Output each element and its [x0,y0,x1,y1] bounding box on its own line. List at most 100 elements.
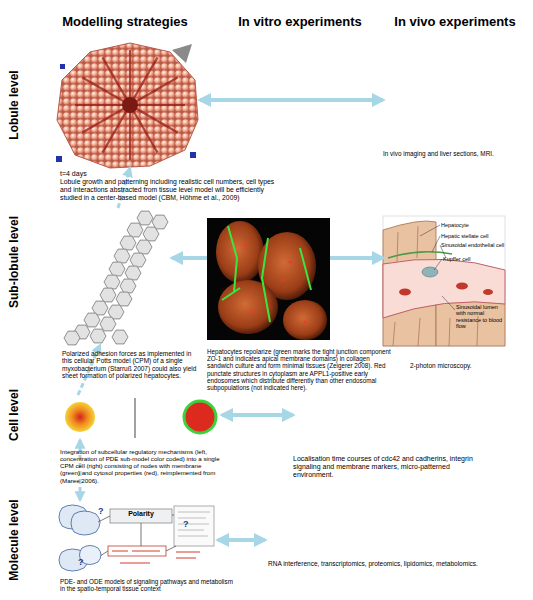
part-label: Sinusoidal endothelial cell [441,242,531,248]
in-vivo-note: In vivo imaging and liver sections, MRI. [383,92,523,167]
sinusoid-illustration [436,299,505,346]
cpm-cell-chain [100,288,116,302]
microscopy-image [218,280,278,334]
lobule-model-panel: t=4 daysLobule growth and patterning inc… [55,42,200,168]
lobule-simulation-image [60,64,65,69]
pathway-model-panel: Polarity???PDE- and ODE models of signal… [58,500,218,575]
cpm-cell-chain [104,275,120,289]
in-vivo-note: Localisation time courses of cdc42 and c… [293,405,488,483]
part-label: Kupffer cell [443,256,503,262]
part-label: Hepatocyte [441,222,511,228]
double-arrow [222,413,293,417]
cpm-cell-chain [120,279,136,293]
cpm-model-panel: Polarized adhesion forces as implemented… [58,208,172,345]
cpm-cell-chain [114,249,130,263]
cell-model-image [65,402,95,432]
sinusoid-illustration [422,267,438,277]
note-text: In vivo imaging and liver sections, MRI. [383,150,523,157]
cpm-cell-chain [127,223,143,237]
caption: 2-photon microscopy. [410,362,500,369]
pathway-diagram [71,511,100,535]
column-header: Modelling strategies [60,14,190,30]
row-header: Lobule level [6,35,22,175]
part-label: Hepatic stellate cell [441,233,516,239]
pathway-diagram [112,551,200,563]
lobule-simulation-image [190,152,196,158]
cpm-cell-chain [130,253,146,267]
caption: PDE- and ODE models of signaling pathway… [60,578,235,592]
double-arrow [200,98,383,102]
cpm-cell-chain [64,331,80,345]
cpm-cell-chain [136,240,152,254]
lobule-simulation-image [172,44,192,63]
question-mark: ? [78,557,88,567]
caption: Integration of subcellular regulatory me… [60,448,222,484]
in-vivo-panel: HepatocyteHepatic stellate cellSinusoida… [383,216,508,346]
in-vivo-note: RNA interference, transcriptomics, prote… [265,528,515,573]
pathway-diagram [58,500,218,575]
column-header: In vivo experiments [385,14,525,30]
cpm-cell-chain [90,329,106,343]
lobule-simulation-image [56,156,62,162]
lobule-simulation-image [57,43,198,168]
caption: Hepatocytes repolarize (green marks the … [207,348,395,391]
cell-model-image [184,401,216,433]
double-arrow [218,538,265,542]
cpm-cell-chain [64,211,168,345]
sinusoid-illustration [388,252,452,258]
cpm-cell-chain [109,262,125,276]
caption: Lobule growth and patterning including r… [60,178,275,201]
cpm-cell-chain [112,330,128,344]
row-header: Sub-lobule level [6,192,22,332]
column-header: In vitro experiments [225,14,375,30]
note-text: Localisation time courses of cdc42 and c… [293,455,488,479]
microscopy-image [304,321,307,324]
microscopy-image [244,244,247,247]
lobule-simulation-image [56,43,198,168]
pathway-diagram [178,512,210,536]
microscopy-image [283,300,327,340]
module-label: Polarity [110,510,172,518]
microscopy-image [207,218,330,340]
pathway-diagram [174,506,214,546]
time-label: t=4 days [60,170,120,178]
cell-model-image [135,398,136,438]
double-arrow [330,256,383,260]
pathway-diagram [58,500,218,575]
microscopy-image [222,226,311,322]
cpm-cell-chain [143,227,159,241]
microscopy-image [251,311,254,314]
pathway-diagram [98,515,176,556]
microscopy-image [282,279,285,282]
cpm-cell-chain [125,266,141,280]
sinusoid-illustration [483,289,493,295]
lobule-simulation-image [75,50,185,160]
question-mark: ? [98,506,108,516]
caption: Polarized adhesion forces as implemented… [62,350,202,380]
pathway-diagram [110,509,172,523]
microscopy-image [289,261,292,264]
microscopy-image [207,218,330,340]
cpm-cell-chain [137,211,153,225]
question-mark: ? [183,519,193,529]
cpm-cell-chain [120,236,136,250]
cpm-cell-chain [100,317,116,331]
cpm-cell-chain [116,292,132,306]
note-text: RNA interference, transcriptomics, prote… [268,560,515,567]
double-arrow [172,256,207,260]
lobule-simulation-image [122,97,138,113]
cell-model-image [65,398,216,438]
row-header: Molecule level [6,470,22,600]
sinusoid-illustration [456,283,468,290]
part-label: Sinusoidal lumen with normal resistance … [456,304,506,329]
sinusoid-illustration [399,289,411,296]
cpm-cell-chain [84,313,100,327]
row-header: Cell level [6,345,22,485]
cell-model-panel: Integration of subcellular regulatory me… [60,395,222,440]
microscopy-image [216,221,264,283]
